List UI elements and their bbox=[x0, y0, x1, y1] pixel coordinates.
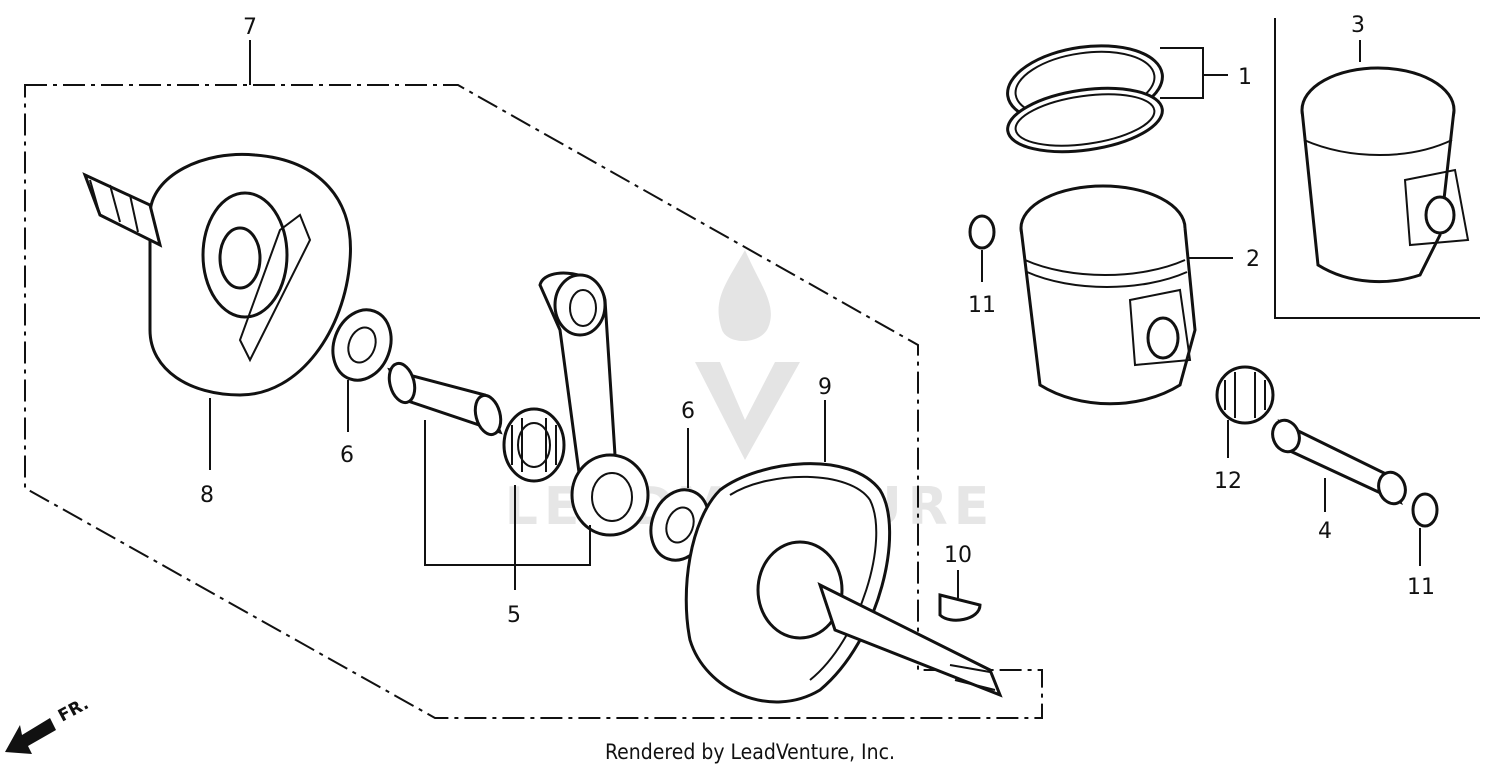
callout-5: 5 bbox=[507, 603, 521, 628]
front-arrow-icon bbox=[5, 718, 56, 754]
footer-credit: Rendered by LeadVenture, Inc. bbox=[605, 740, 895, 764]
crankshaft-half-left bbox=[82, 152, 352, 470]
needle-bearing-big-end bbox=[502, 407, 566, 483]
piston-pin-clip-left bbox=[968, 214, 996, 282]
callout-4: 4 bbox=[1318, 519, 1332, 544]
piston-pin-clip-right bbox=[1411, 492, 1439, 566]
callout-8: 8 bbox=[200, 483, 214, 508]
piston-rings bbox=[1006, 44, 1228, 154]
callout-6-right: 6 bbox=[681, 399, 695, 424]
thrust-washer-left bbox=[331, 308, 393, 432]
crank-pin bbox=[387, 361, 503, 437]
piston-alternate bbox=[1300, 66, 1470, 283]
crankshaft-assembly-outline bbox=[24, 84, 1043, 719]
leader-bracket-1 bbox=[1160, 47, 1228, 99]
callout-7: 7 bbox=[243, 15, 257, 40]
callout-12: 12 bbox=[1214, 469, 1242, 494]
callout-1: 1 bbox=[1238, 65, 1252, 90]
connecting-rod bbox=[538, 271, 650, 537]
callout-3: 3 bbox=[1351, 13, 1365, 38]
callout-11-left: 11 bbox=[968, 293, 996, 318]
callout-11-right: 11 bbox=[1407, 575, 1435, 600]
piston-pin bbox=[1271, 418, 1407, 512]
callout-6-left: 6 bbox=[340, 443, 354, 468]
callout-2: 2 bbox=[1246, 247, 1260, 272]
needle-bearing-small-end bbox=[1215, 365, 1275, 458]
front-direction-label: FR. bbox=[55, 694, 92, 726]
piston bbox=[1019, 184, 1233, 406]
callout-10: 10 bbox=[944, 543, 972, 568]
callout-9: 9 bbox=[818, 375, 832, 400]
leader-bracket-5 bbox=[424, 420, 591, 590]
woodruff-key bbox=[938, 570, 982, 622]
crankshaft-half-right bbox=[684, 400, 1003, 704]
piston-alternate-box bbox=[1274, 18, 1480, 319]
